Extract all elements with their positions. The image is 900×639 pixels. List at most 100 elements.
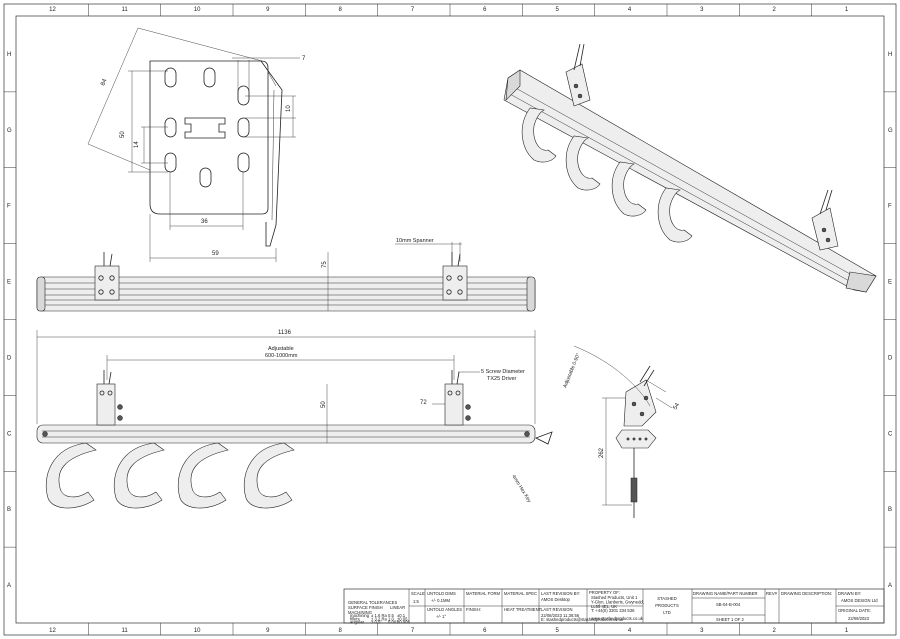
border-col-label-8: 8 (339, 7, 343, 13)
end-bracket (623, 379, 657, 427)
company-line: PRODUCTS (655, 603, 679, 608)
border-row-label-C: C (7, 431, 12, 437)
property-line: Stashed Products, Unit 1 (591, 595, 638, 600)
material-spec-label: MATERIAL SPEC (504, 591, 537, 596)
label-driver: TX25 Driver (487, 376, 517, 382)
dim-75: 75 (322, 261, 328, 268)
border-col-label-6: 6 (483, 628, 487, 634)
label-adjustable-range: 600-1000mm (265, 353, 298, 359)
dim-72: 72 (420, 400, 427, 406)
border-row-label-D: D (7, 355, 12, 361)
border-col-label-4: 4 (628, 7, 632, 13)
border-col-label-3: 3 (700, 628, 704, 634)
border-row-label-H: H (7, 52, 11, 58)
cable-connector (630, 477, 638, 503)
border-row-label-E: E (888, 280, 892, 286)
slot-upper-right (237, 85, 250, 106)
dim-50b: 50 (321, 401, 327, 408)
front-bracket-left (96, 383, 116, 426)
border-col-label-11: 11 (122, 7, 129, 13)
border-col-label-8: 8 (339, 628, 343, 634)
border-col-label-2: 2 (773, 7, 777, 13)
border-col-label-6: 6 (483, 7, 487, 13)
last-rev-by-value: AMOS Desktop (541, 597, 571, 602)
border-col-label-5: 5 (556, 7, 560, 13)
property-line: T: +44(0) 3301 334 536 (591, 608, 635, 613)
property-line: Y-Glyn, Llanberis, Gwynedd, (591, 599, 644, 604)
last-rev-by-label: LAST REVISION BY: (541, 591, 580, 596)
tol-row-v2: 0.001 (388, 620, 399, 625)
inner-frame (15, 15, 885, 624)
border-col-label-12: 12 (49, 628, 56, 634)
rail-front-elevation: 1136 Adjustable 600-1000mm 5 Screw Diame… (36, 330, 553, 509)
dim-262: 262 (599, 447, 605, 458)
tol-row-v2: 1.0 (388, 616, 394, 621)
border-row-label-A: A (888, 583, 892, 589)
front-rail-body (36, 424, 536, 444)
hook-3 (177, 442, 229, 509)
property-web: www.stashedproducts.co.uk (591, 616, 644, 621)
bracket-plate-detail: 84 7 10 50 14 36 59 (87, 27, 306, 262)
hex-key (535, 431, 553, 445)
isometric-view (503, 43, 877, 293)
border-row-label-G: G (888, 128, 893, 134)
drawing-name-label: DRAWING NAME/PART NUMBER (693, 591, 758, 596)
border-col-label-1: 1 (845, 628, 849, 634)
material-form-label: MATERIAL FORM (466, 591, 500, 596)
border-col-label-1: 1 (845, 7, 849, 13)
dim-36: 36 (201, 219, 208, 225)
drawing-name-value: SB-04-B-004 (716, 602, 741, 607)
border-row-label-H: H (888, 52, 892, 58)
border-col-label-9: 9 (266, 628, 270, 634)
slot-low-right (237, 152, 250, 173)
property-label: PROPERTY OF: (589, 590, 620, 595)
tol-row-label: angular (350, 620, 365, 625)
company-line: STASHED (657, 596, 676, 601)
scale-label: SCALE (411, 591, 425, 596)
last-rev-label: LAST REVISION (541, 607, 573, 612)
untold-angles-label: UNTOLD ANGLES (427, 607, 462, 612)
border-row-label-B: B (888, 507, 892, 513)
company-line: LTD (663, 610, 671, 615)
untold-dims-label: UNTOLD DIMS (427, 591, 456, 596)
hook-4 (243, 442, 295, 509)
label-hex-key: 4mm Hex Key (510, 474, 532, 504)
border-col-label-10: 10 (194, 7, 201, 13)
title-block: GENERAL TOLERANCES SURFACE FINISH LINEAR… (343, 588, 885, 625)
border-row-label-C: C (888, 431, 893, 437)
dim-14: 14 (134, 141, 140, 148)
untold-dims-value: +/- 0.1MM (431, 598, 450, 603)
last-rev-value: 22/08/2023 11:36:56 (541, 613, 580, 618)
tol-row-v3: ±0.05 (397, 616, 408, 621)
side-bracket-right (442, 265, 468, 301)
bracket-plate (149, 60, 269, 215)
front-bracket-right (444, 383, 464, 426)
tol-row-v2: 0.5 (388, 613, 394, 618)
description-label: DRAWING DESCRIPTION: (781, 591, 832, 596)
tol-row-v1: ± 3.2 Ra (371, 616, 387, 621)
dim-7: 7 (302, 56, 306, 62)
dim-50: 50 (120, 131, 126, 138)
drawn-by-value: AMOS DESIGN Ltd (841, 598, 878, 603)
hook-1 (45, 442, 97, 509)
scale-value: 1:5 (413, 599, 419, 604)
sheet-number: SHEET 1 OF 2 (716, 617, 745, 622)
side-bracket-left (94, 265, 120, 301)
tol-row-v1: ± 1.6 Ra (371, 613, 387, 618)
tol-row-v3: ±0.1 (397, 613, 406, 618)
iso-rail (503, 69, 877, 293)
tol-linear: LINEAR (390, 605, 405, 610)
hook-2 (113, 442, 165, 509)
rail-side-elevation: 75 10mm Spanner (36, 238, 536, 312)
bracket-flange (260, 60, 283, 247)
label-adjustable-angle: Adjustable 0-90° (562, 352, 581, 388)
border-col-label-7: 7 (411, 7, 415, 13)
heat-treatment-label: HEAT TREATMENT (504, 607, 542, 612)
border-row-label-B: B (7, 507, 11, 513)
border-row-label-F: F (7, 204, 11, 210)
tol-machining: MACHINING (348, 610, 372, 615)
dim-54: 54 (673, 402, 682, 411)
end-profile (615, 429, 657, 449)
email: E: stashedproducts@stashedproducts.co.uk (541, 617, 624, 622)
